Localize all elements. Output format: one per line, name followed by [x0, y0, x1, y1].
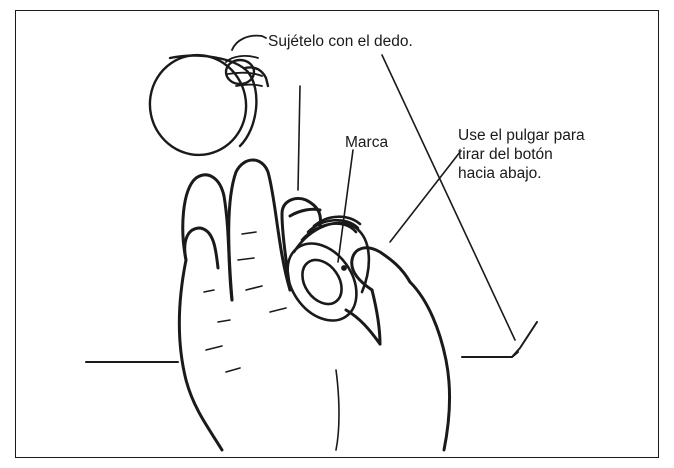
- label-thumb-instruction: Use el pulgar para tirar del botón hacia…: [458, 126, 585, 183]
- label-thumb-line-2: tirar del botón: [458, 146, 553, 163]
- hand-creases: [203, 231, 340, 451]
- removed-knob: [148, 53, 270, 157]
- finger-holding-knob: [225, 34, 267, 87]
- label-thumb-line-3: hacia abajo.: [458, 165, 542, 182]
- hand: [177, 158, 452, 452]
- mark-dot: [341, 265, 347, 271]
- label-thumb-line-1: Use el pulgar para: [458, 127, 585, 144]
- label-hold-with-finger: Sujételo con el dedo.: [268, 33, 413, 50]
- leader-thumb: [389, 151, 461, 243]
- leader-lines: [297, 54, 516, 341]
- leader-mark: [337, 149, 354, 263]
- leader-finger: [297, 85, 301, 191]
- leader-hold: [381, 54, 516, 341]
- surface-lines: [85, 321, 538, 363]
- knob-in-hand: [286, 215, 371, 322]
- label-mark: Marca: [345, 134, 389, 151]
